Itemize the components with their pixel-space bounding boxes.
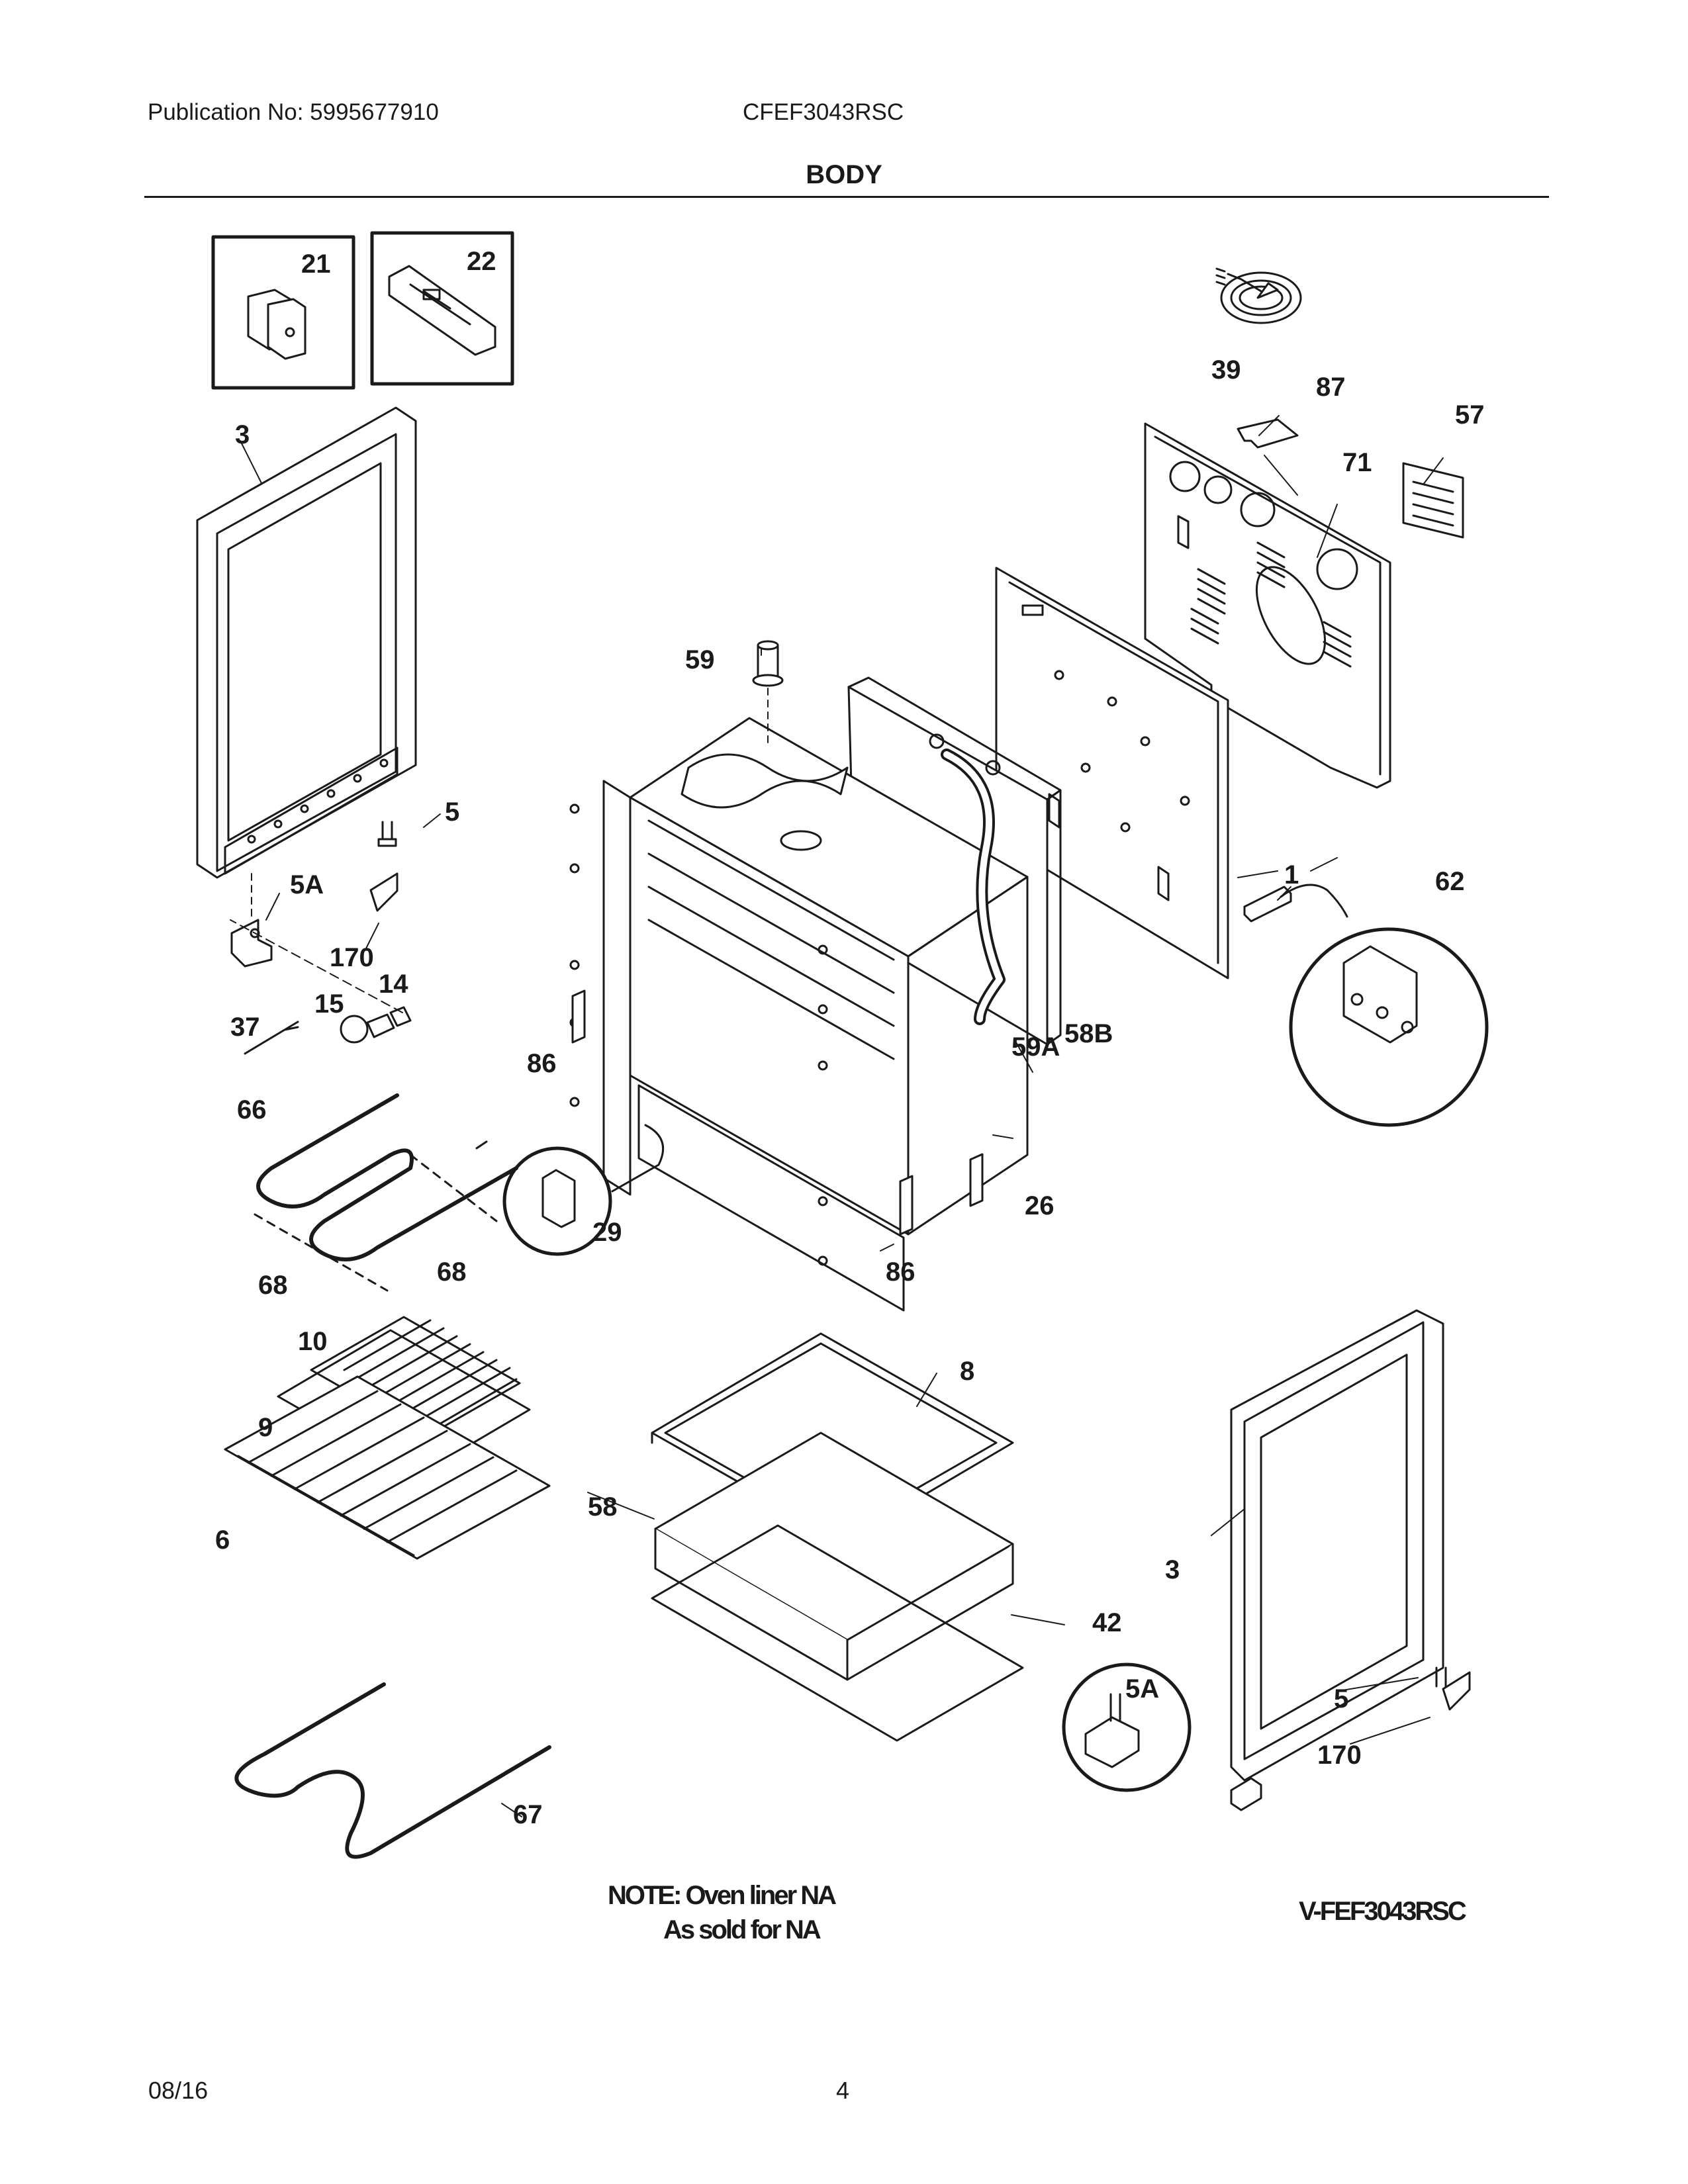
callout-3-left: 3 [235, 420, 250, 449]
callout-62: 62 [1435, 867, 1465, 896]
inset-part-22 [370, 231, 514, 386]
callout-39: 39 [1211, 355, 1241, 385]
callout-37: 37 [230, 1013, 260, 1042]
callout-5A-left: 5A [290, 870, 324, 899]
callout-68-left: 68 [258, 1271, 288, 1300]
callout-8: 8 [960, 1357, 974, 1386]
callout-59A: 59A [1011, 1032, 1060, 1062]
callout-15: 15 [314, 989, 344, 1019]
shield-68b [409, 1154, 498, 1222]
callout-68-right: 68 [437, 1257, 467, 1287]
diagram-code: V-FEF3043RSC [1299, 1897, 1467, 1926]
callout-170-left: 170 [330, 943, 374, 972]
note-line-1: NOTE: Oven liner NA [608, 1881, 837, 1910]
inset-part-29 [502, 1124, 665, 1256]
broil-element-66 [256, 1093, 518, 1261]
callout-71: 71 [1342, 448, 1372, 477]
callout-14: 14 [379, 970, 408, 999]
callout-86-bottom: 86 [886, 1257, 915, 1287]
wire-37 [244, 1021, 299, 1055]
bracket-87 [1237, 418, 1299, 449]
terminal-block-62 [1243, 884, 1489, 1127]
callout-67: 67 [513, 1800, 543, 1829]
callout-42: 42 [1092, 1608, 1122, 1637]
leveler-left [230, 821, 399, 968]
leveler-right [1062, 1662, 1471, 1811]
section-title: BODY [806, 160, 882, 189]
hinges-86 [571, 989, 984, 1236]
footer-date: 08/16 [148, 2077, 209, 2104]
callout-66: 66 [237, 1095, 267, 1124]
inset-part-21 [211, 235, 355, 390]
callout-26: 26 [1025, 1191, 1055, 1220]
side-panel-left-3 [196, 406, 417, 879]
callout-10: 10 [298, 1327, 328, 1356]
model-number: CFEF3043RSC [743, 99, 904, 125]
callout-1: 1 [1284, 860, 1299, 889]
lamp-14-15 [230, 919, 412, 1044]
back-panel-71 [1144, 422, 1391, 789]
power-cord-39 [1215, 267, 1302, 324]
callout-87: 87 [1316, 373, 1346, 402]
bottom-insulation-58 [654, 1432, 1014, 1681]
vent-59 [752, 640, 784, 745]
callout-58: 58 [588, 1492, 618, 1522]
callout-59: 59 [685, 645, 715, 674]
vent-cover-57 [1402, 462, 1464, 539]
callout-57: 57 [1455, 400, 1485, 430]
publication-number: Publication No: 5995677910 [148, 99, 439, 125]
callout-22: 22 [467, 247, 496, 276]
page-number: 4 [836, 2077, 850, 2104]
oven-cavity [602, 717, 1029, 1312]
bake-element-67 [234, 1682, 551, 1859]
callout-170-right: 170 [1317, 1741, 1362, 1770]
callout-3-right: 3 [1165, 1555, 1180, 1584]
side-panel-right-3 [1230, 1309, 1444, 1782]
shield-68a [254, 1213, 389, 1292]
callout-6: 6 [215, 1525, 230, 1555]
oven-rack-6 [224, 1375, 551, 1560]
header-rule [144, 196, 1549, 198]
callout-5A-right: 5A [1125, 1674, 1159, 1704]
leader-lines [241, 415, 1444, 1817]
callout-9: 9 [258, 1413, 273, 1442]
callout-21: 21 [301, 250, 331, 279]
bottom-cover-42 [651, 1524, 1024, 1742]
callout-5-right: 5 [1334, 1684, 1348, 1713]
callout-5-left: 5 [445, 797, 459, 827]
note-line-2: As sold for NA [663, 1915, 821, 1944]
callout-29: 29 [592, 1218, 622, 1247]
rear-panel-1 [995, 567, 1229, 979]
callout-58B: 58B [1064, 1019, 1113, 1048]
callout-86-top: 86 [527, 1049, 557, 1078]
